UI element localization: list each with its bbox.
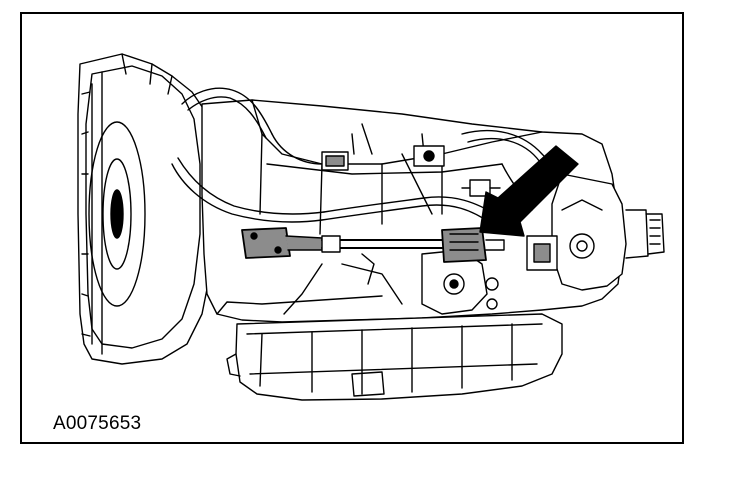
oil-pan	[226, 313, 563, 401]
figure-identifier: A0075653	[53, 413, 142, 434]
upper-connectors	[321, 145, 501, 197]
tail-section	[526, 173, 665, 291]
transmission-illustration	[77, 53, 665, 401]
figure-frame: A0075653	[20, 12, 684, 444]
shift-linkage	[241, 227, 505, 263]
bell-housing	[77, 53, 215, 365]
pointer-arrow	[479, 145, 579, 237]
